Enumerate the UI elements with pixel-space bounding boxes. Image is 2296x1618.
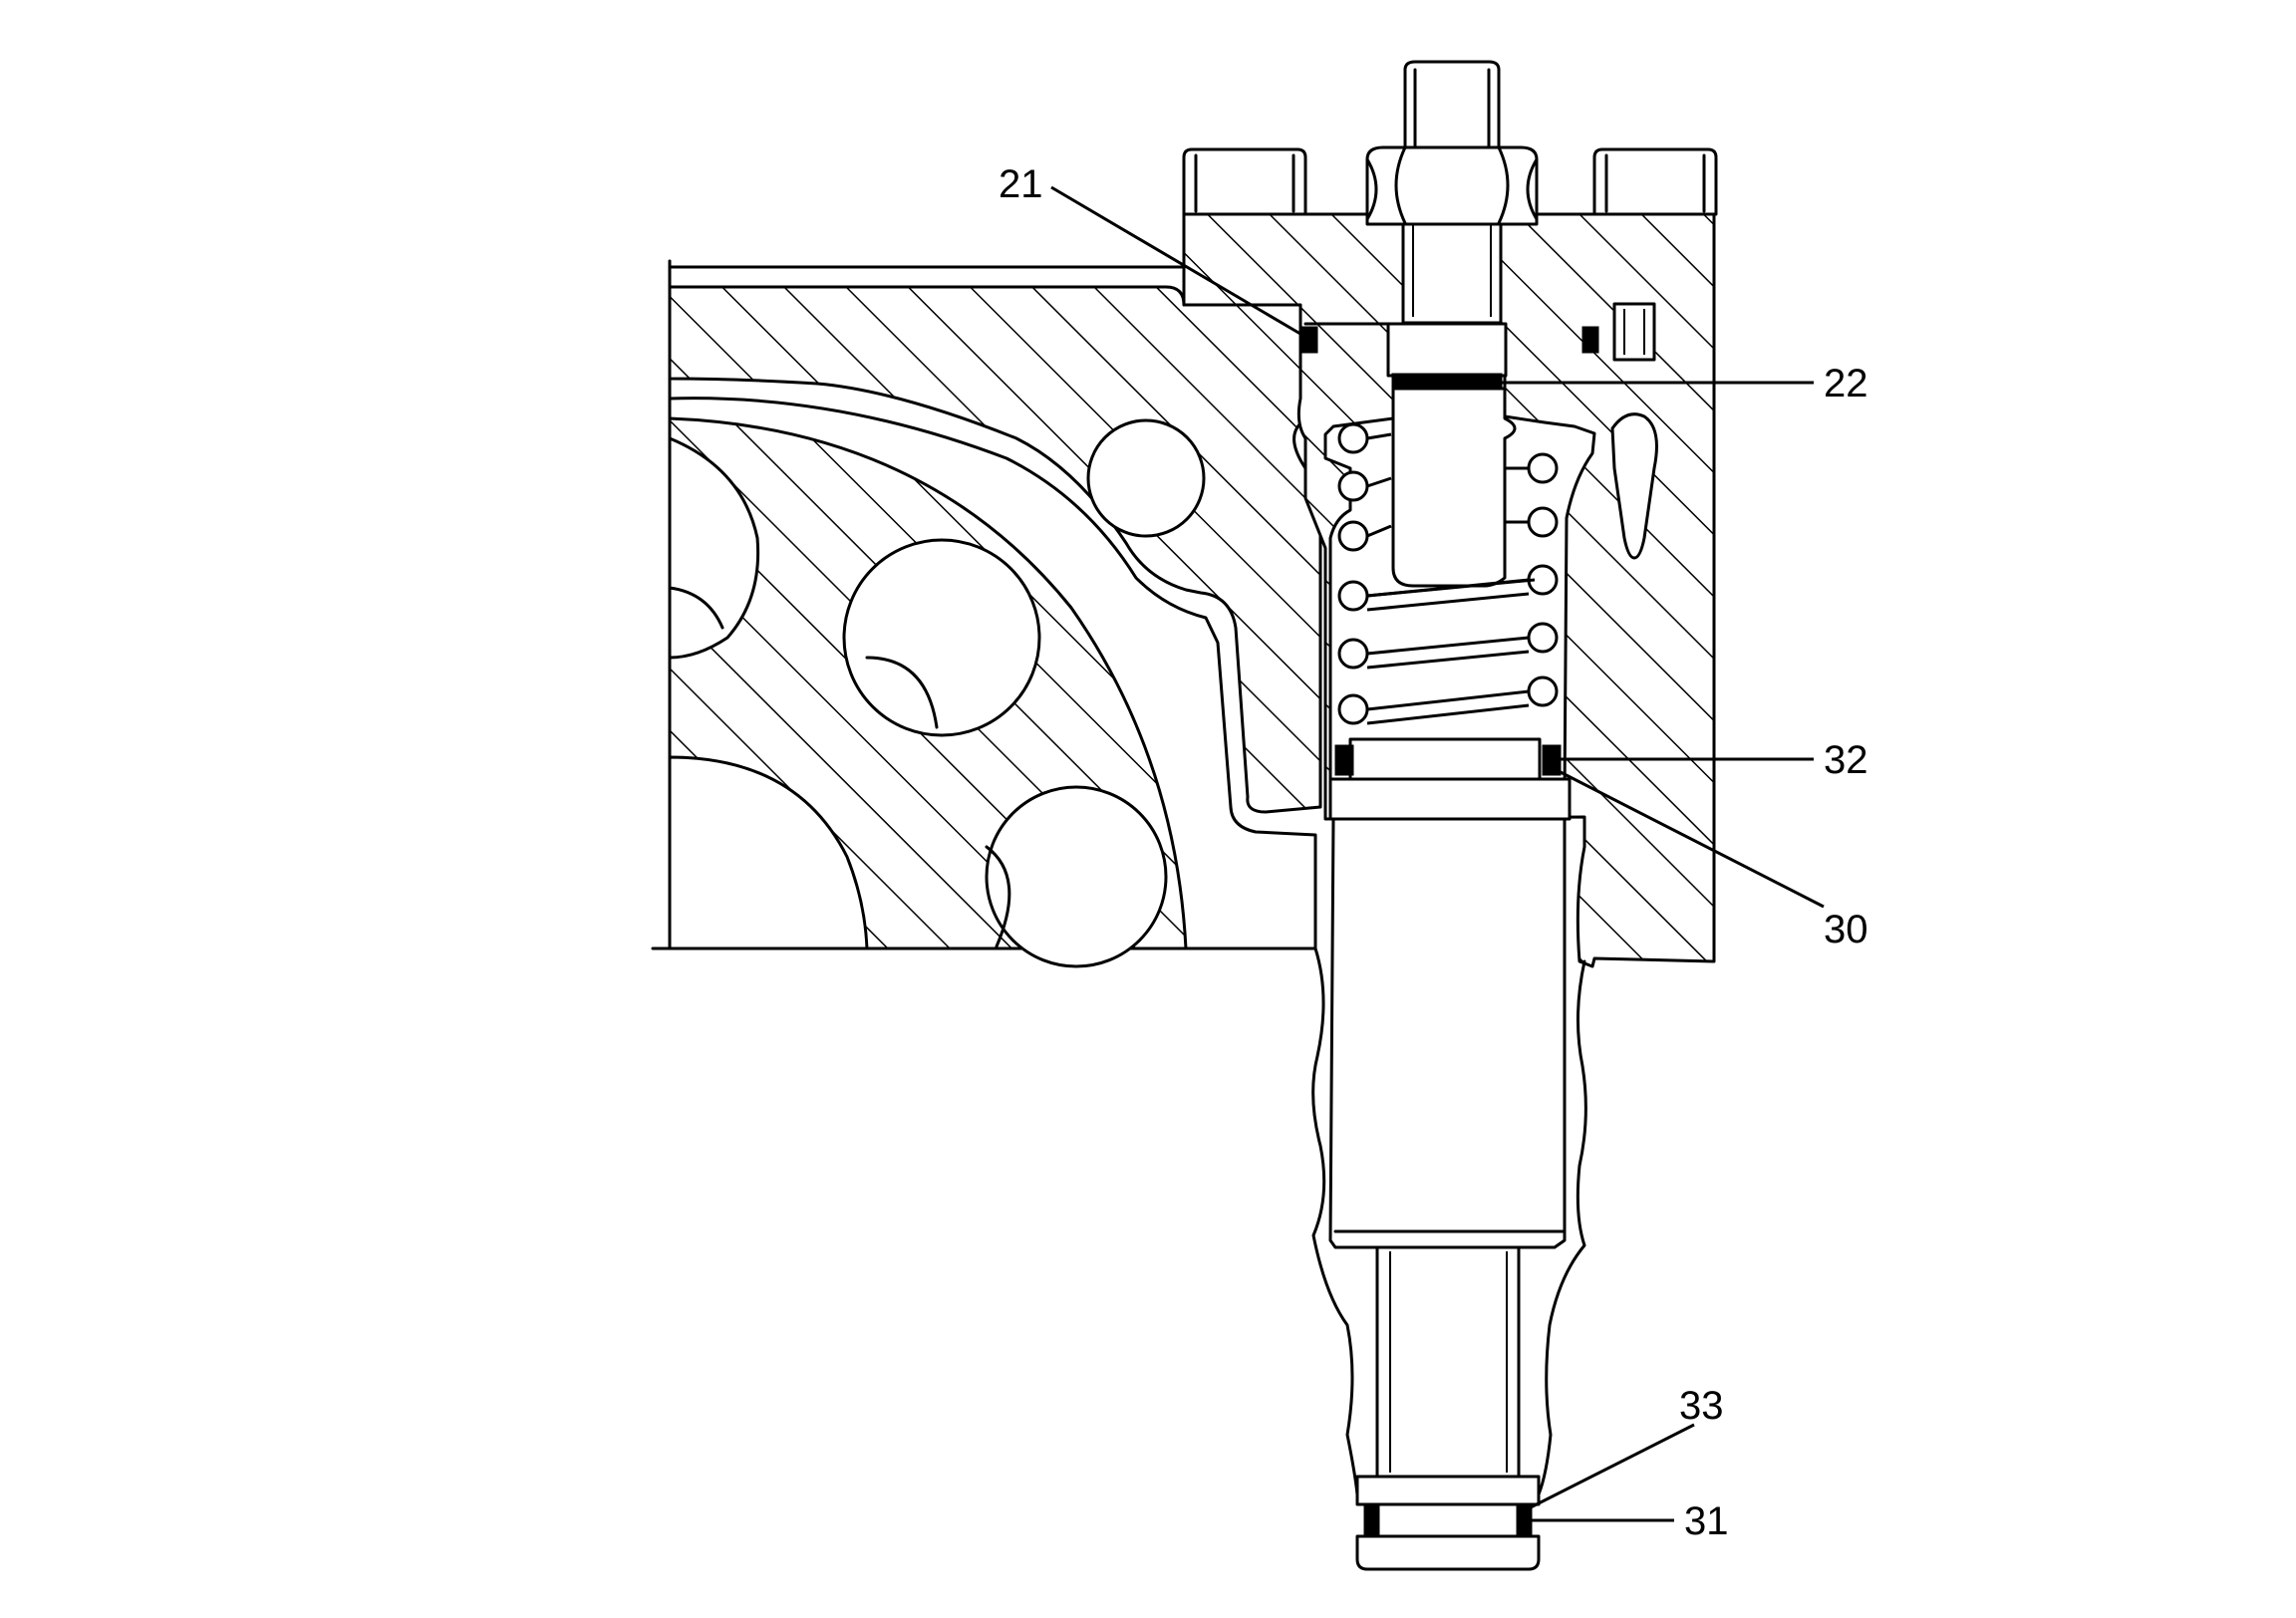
callout-label-33: 33 xyxy=(1679,1384,1724,1428)
adjusting-stud xyxy=(1401,60,1503,325)
vent-plug xyxy=(1610,302,1658,560)
callout-label-30: 30 xyxy=(1824,908,1868,951)
callout-30: 30 xyxy=(1554,767,1868,951)
callout-label-31: 31 xyxy=(1684,1499,1729,1543)
seals xyxy=(1300,326,1599,1535)
callout-label-32: 32 xyxy=(1824,738,1868,782)
callout-21: 21 xyxy=(999,162,1306,339)
housing-block xyxy=(651,259,1322,968)
lock-nut xyxy=(1365,145,1539,226)
sleeve-break-lines xyxy=(1311,946,1587,1496)
bore-top xyxy=(1086,418,1206,538)
seal-21 xyxy=(1300,326,1318,354)
leader-30 xyxy=(1554,767,1825,909)
bore-lower xyxy=(985,785,1168,968)
seal-32-left xyxy=(1334,744,1354,776)
cap-screw-right xyxy=(1592,147,1718,216)
bore-left xyxy=(668,436,760,660)
seal-31-left xyxy=(1364,1505,1380,1535)
callout-33: 33 xyxy=(1524,1384,1724,1512)
bore-center xyxy=(842,538,1041,737)
callout-label-22: 22 xyxy=(1824,362,1868,405)
callout-22: 22 xyxy=(1500,362,1868,405)
callout-label-21: 21 xyxy=(999,162,1043,206)
callout-31: 31 xyxy=(1529,1499,1729,1543)
cap-screw-left xyxy=(1182,147,1307,216)
seal-upper-right xyxy=(1581,326,1599,354)
leader-33 xyxy=(1524,1423,1695,1512)
leader-21 xyxy=(1050,185,1306,339)
callout-32: 32 xyxy=(1557,738,1868,782)
seal-31-right xyxy=(1516,1505,1532,1535)
spring-guide xyxy=(1386,322,1517,588)
compression-spring xyxy=(1337,422,1559,725)
piston xyxy=(1328,737,1572,1571)
